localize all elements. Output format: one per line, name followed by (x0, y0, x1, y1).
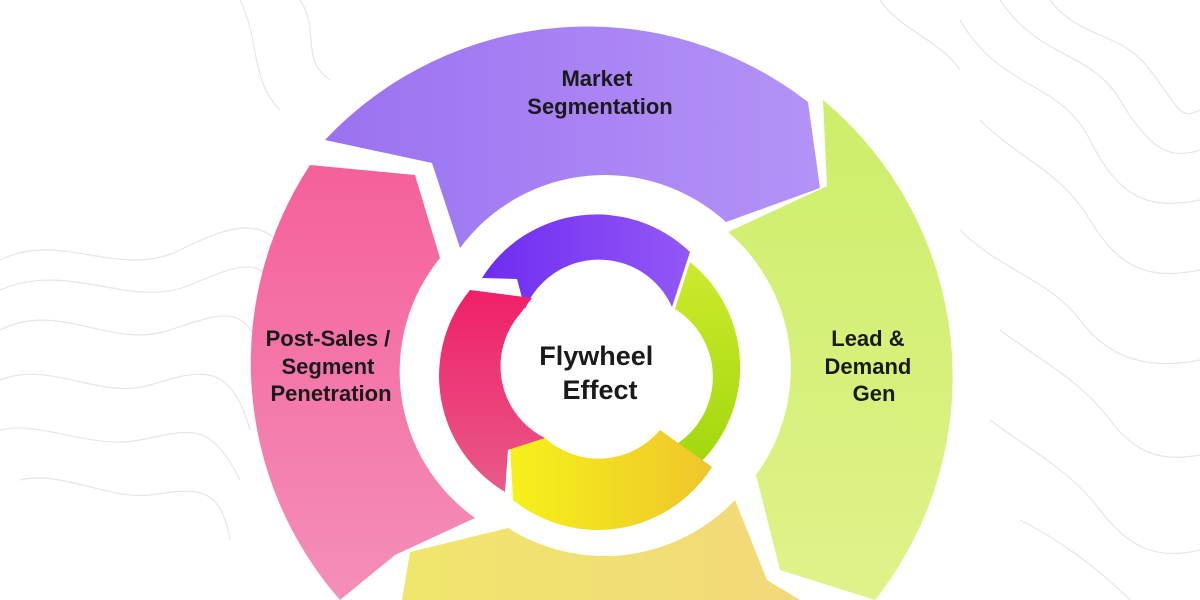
lead-demand-gen-line-3: Gen (853, 381, 896, 406)
market-segmentation-label: Market Segmentation (527, 66, 672, 119)
segment-lead-demand-gen (728, 100, 953, 600)
post-sales-line-3: Penetration (270, 381, 391, 406)
inner-segment-pink (439, 290, 545, 492)
segment-market-segmentation (325, 26, 820, 248)
post-sales-line-1: Post-Sales / (266, 326, 391, 351)
inner-segment-yellow (510, 430, 712, 530)
inner-segment-purple (482, 214, 690, 309)
lead-demand-gen-label: Lead & Demand Gen (825, 326, 918, 406)
inner-segment-green (675, 262, 741, 463)
market-segmentation-line-2: Segmentation (527, 94, 672, 119)
flywheel-effect-label: Flywheel Effect (539, 341, 661, 405)
lead-demand-gen-line-1: Lead & (831, 326, 904, 351)
market-segmentation-line-1: Market (561, 66, 633, 91)
post-sales-label: Post-Sales / Segment Penetration (266, 326, 397, 406)
lead-demand-gen-line-2: Demand (825, 354, 912, 379)
center-label-line-2: Effect (562, 375, 637, 405)
segment-post-sales-segment-penetration (250, 165, 475, 600)
segment-bottom-stage (402, 500, 800, 600)
post-sales-line-2: Segment (281, 354, 375, 379)
center-label-line-1: Flywheel (539, 341, 653, 371)
center-hub (518, 290, 678, 450)
